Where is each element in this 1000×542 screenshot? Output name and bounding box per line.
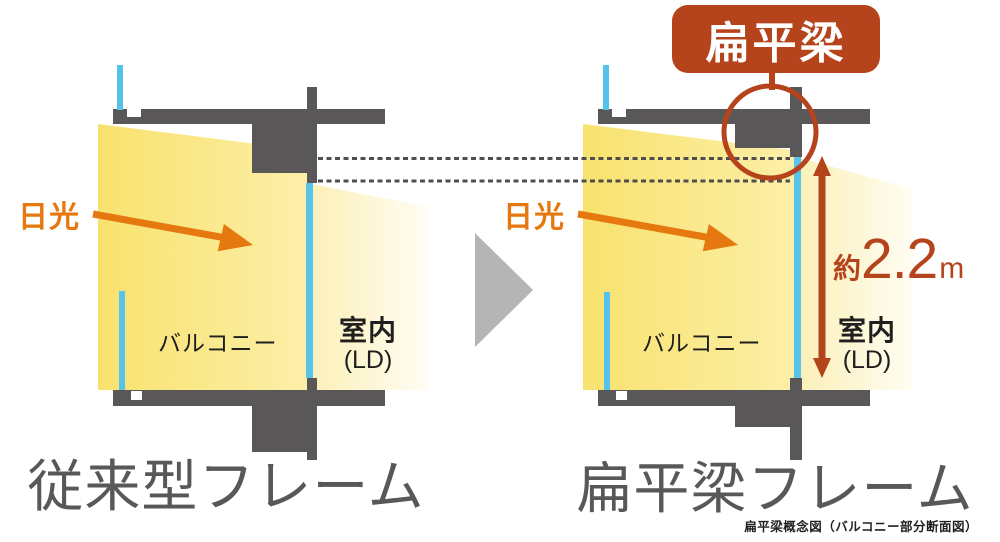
right-sunlight-arrow-icon — [577, 210, 738, 252]
left-balcony-label: バルコニー — [158, 330, 278, 356]
right-room-label: 室内 (LD) — [825, 314, 909, 373]
left-room-label: 室内 (LD) — [326, 314, 410, 373]
left-room-sub-label: (LD) — [343, 346, 393, 374]
right-glass-elements — [603, 65, 801, 390]
left-sunlight-arrow-icon — [92, 210, 253, 252]
left-sunlight-beam — [98, 124, 428, 390]
right-frame-structure — [598, 87, 870, 460]
ceiling-height-unit: m — [939, 252, 965, 285]
ceiling-height-prefix: 約 — [833, 253, 862, 284]
transition-triangle-icon — [475, 233, 533, 347]
left-sunlight-label: 日光 — [18, 201, 80, 234]
left-frame-title: 従来型フレーム — [27, 455, 425, 518]
right-sunlight-label: 日光 — [503, 201, 565, 234]
right-balcony-label: バルコニー — [642, 330, 762, 356]
ceiling-height-label: 約 2.2 m — [833, 231, 964, 288]
right-sunlight-beam — [583, 124, 913, 390]
flat-beam-callout-circle — [721, 70, 819, 181]
ceiling-height-value: 2.2 — [861, 227, 938, 291]
left-room-main-label: 室内 — [338, 315, 397, 346]
left-frame-structure — [113, 87, 385, 460]
flat-beam-callout-label: 扁平梁 — [672, 5, 880, 73]
beam-depth-dashed-lines — [318, 157, 790, 183]
right-frame-title: 扁平梁フレーム — [576, 457, 974, 520]
left-glass-elements — [117, 65, 313, 390]
diagram-caption: 扁平梁概念図（バルコニー部分断面図） — [744, 520, 978, 534]
height-measure-arrow-icon — [813, 156, 831, 378]
right-room-sub-label: (LD) — [842, 346, 892, 374]
right-room-main-label: 室内 — [837, 315, 896, 346]
